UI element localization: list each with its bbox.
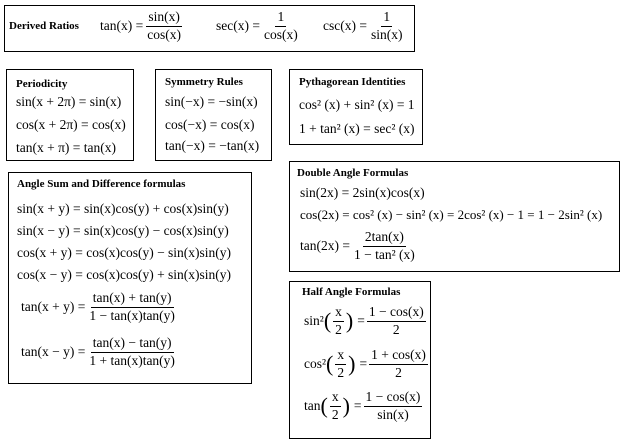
half-angle-sin-arg: x 2	[333, 304, 344, 338]
symmetry-eq-tan: tan(−x) = −tan(x)	[165, 138, 260, 153]
tan-diff-denominator: 1 + tan(x)tan(y)	[89, 352, 175, 368]
sec-ratio-fraction: 1 cos(x)	[262, 9, 300, 43]
tan-ratio-fraction: sin(x) cos(x)	[145, 9, 183, 43]
double-angle-cos-eq: cos(2x) = cos² (x) − sin² (x) = 2cos² (x…	[300, 207, 603, 222]
half-angle-tan-lparen: (	[320, 393, 328, 419]
sum-difference-box: Angle Sum and Difference formulas sin(x …	[8, 172, 252, 384]
csc-ratio-numerator: 1	[381, 9, 393, 27]
half-angle-sin-rparen: )	[345, 308, 354, 334]
half-angle-tan-eq: tan ( x 2 ) = 1 − cos(x) sin(x)	[304, 389, 424, 423]
half-angle-tan-arg-num: x	[329, 389, 341, 407]
half-angle-tan-numerator: 1 − cos(x)	[363, 389, 423, 407]
half-angle-tan-rparen: )	[342, 393, 350, 419]
tan-sum-eq: tan(x + y) = tan(x) + tan(y) 1 − tan(x)t…	[21, 290, 179, 324]
double-angle-tan-numerator: 2tan(x)	[362, 229, 406, 247]
periodicity-box: Periodicity sin(x + 2π) = sin(x) cos(x +…	[6, 69, 134, 161]
sum-diff-eq-sin-plus: sin(x + y) = sin(x)cos(y) + cos(x)sin(y)	[17, 201, 229, 216]
csc-ratio-eq: csc(x) = 1 sin(x)	[323, 9, 406, 43]
half-angle-tan-fraction: 1 − cos(x) sin(x)	[363, 389, 423, 423]
double-angle-tan-denominator: 1 − tan² (x)	[353, 246, 415, 262]
half-angle-cos-arg: x 2	[335, 347, 347, 381]
half-angle-cos-lparen: (	[326, 351, 334, 377]
half-angle-cos-equals: =	[359, 356, 368, 372]
tan-diff-fraction: tan(x) − tan(y) 1 + tan(x)tan(y)	[87, 335, 177, 369]
half-angle-tan-arg: x 2	[329, 389, 341, 423]
double-angle-tan-eq: tan(2x) = 2tan(x) 1 − tan² (x)	[300, 229, 419, 263]
half-angle-sin-denominator: 2	[392, 321, 400, 337]
half-angle-cos-arg-num: x	[335, 347, 347, 365]
sum-difference-title: Angle Sum and Difference formulas	[17, 178, 186, 190]
half-angle-cos-denominator: 2	[395, 364, 402, 380]
double-angle-tan-lhs: tan(2x) =	[300, 238, 350, 254]
half-angle-sin-eq: sin² ( x 2 ) = 1 − cos(x) 2	[304, 304, 428, 338]
periodicity-title: Periodicity	[16, 78, 68, 90]
sec-ratio-denominator: cos(x)	[263, 26, 298, 42]
symmetry-eq-cos: cos(−x) = cos(x)	[165, 117, 255, 132]
symmetry-title: Symmetry Rules	[165, 76, 243, 88]
double-angle-title: Double Angle Formulas	[297, 167, 409, 179]
half-angle-tan-fn: tan	[304, 398, 321, 414]
tan-sum-numerator: tan(x) + tan(y)	[90, 290, 174, 308]
half-angle-sin-lparen: (	[323, 308, 332, 334]
tan-ratio-denominator: cos(x)	[147, 26, 181, 42]
pythagorean-box: Pythagorean Identities cos² (x) + sin² (…	[289, 69, 423, 145]
half-angle-sin-numerator: 1 − cos(x)	[366, 304, 426, 322]
tan-ratio-eq: tan(x) = sin(x) cos(x)	[100, 9, 185, 43]
half-angle-sin-fraction: 1 − cos(x) 2	[366, 304, 426, 338]
tan-sum-fraction: tan(x) + tan(y) 1 − tan(x)tan(y)	[87, 290, 177, 324]
pythagorean-title: Pythagorean Identities	[299, 76, 406, 88]
sec-ratio-numerator: 1	[275, 9, 287, 27]
derived-ratios-box: Derived Ratios tan(x) = sin(x) cos(x) se…	[4, 5, 415, 52]
half-angle-title: Half Angle Formulas	[302, 286, 401, 298]
periodicity-eq-tan: tan(x + π) = tan(x)	[16, 140, 117, 155]
tan-ratio-numerator: sin(x)	[146, 9, 182, 27]
csc-ratio-fraction: 1 sin(x)	[369, 9, 405, 43]
symmetry-eq-sin: sin(−x) = −sin(x)	[165, 94, 258, 109]
half-angle-tan-arg-den: 2	[331, 406, 339, 422]
double-angle-tan-fraction: 2tan(x) 1 − tan² (x)	[352, 229, 417, 263]
symmetry-box: Symmetry Rules sin(−x) = −sin(x) cos(−x)…	[155, 69, 272, 161]
periodicity-eq-sin: sin(x + 2π) = sin(x)	[16, 94, 122, 109]
half-angle-box: Half Angle Formulas sin² ( x 2 ) = 1 − c…	[289, 281, 431, 439]
half-angle-sin-fn: sin²	[304, 313, 324, 329]
tan-ratio-lhs: tan(x) =	[100, 18, 144, 34]
derived-ratios-title: Derived Ratios	[9, 20, 79, 32]
double-angle-sin-eq: sin(2x) = 2sin(x)cos(x)	[300, 185, 425, 200]
pythagorean-eq-2: 1 + tan² (x) = sec² (x)	[299, 121, 415, 136]
sum-diff-eq-sin-minus: sin(x − y) = sin(x)cos(y) − cos(x)sin(y)	[17, 223, 229, 238]
half-angle-cos-numerator: 1 + cos(x)	[369, 347, 428, 365]
half-angle-tan-equals: =	[353, 398, 362, 414]
sum-diff-eq-cos-minus: cos(x − y) = cos(x)cos(y) + sin(x)sin(y)	[17, 267, 232, 282]
half-angle-cos-eq: cos² ( x 2 ) = 1 + cos(x) 2	[304, 347, 430, 381]
half-angle-sin-arg-num: x	[333, 304, 344, 322]
tan-diff-eq: tan(x − y) = tan(x) − tan(y) 1 + tan(x)t…	[21, 335, 179, 369]
tan-diff-lhs: tan(x − y) =	[21, 344, 86, 360]
half-angle-cos-arg-den: 2	[337, 364, 345, 380]
half-angle-sin-arg-den: 2	[335, 321, 342, 337]
tan-diff-numerator: tan(x) − tan(y)	[90, 335, 174, 353]
half-angle-cos-fraction: 1 + cos(x) 2	[369, 347, 428, 381]
periodicity-eq-cos: cos(x + 2π) = cos(x)	[16, 117, 126, 132]
tan-sum-denominator: 1 − tan(x)tan(y)	[89, 307, 175, 323]
csc-ratio-lhs: csc(x) =	[323, 18, 367, 34]
half-angle-cos-fn: cos²	[304, 356, 327, 372]
csc-ratio-denominator: sin(x)	[370, 26, 403, 42]
sec-ratio-lhs: sec(x) =	[216, 18, 260, 34]
half-angle-sin-equals: =	[357, 313, 365, 329]
half-angle-tan-denominator: sin(x)	[377, 406, 409, 422]
sec-ratio-eq: sec(x) = 1 cos(x)	[216, 9, 302, 43]
tan-sum-lhs: tan(x + y) =	[21, 299, 86, 315]
sum-diff-eq-cos-plus: cos(x + y) = cos(x)cos(y) − sin(x)sin(y)	[17, 245, 232, 260]
half-angle-cos-rparen: )	[348, 351, 356, 377]
pythagorean-eq-1: cos² (x) + sin² (x) = 1	[299, 97, 415, 112]
double-angle-box: Double Angle Formulas sin(2x) = 2sin(x)c…	[289, 161, 620, 272]
